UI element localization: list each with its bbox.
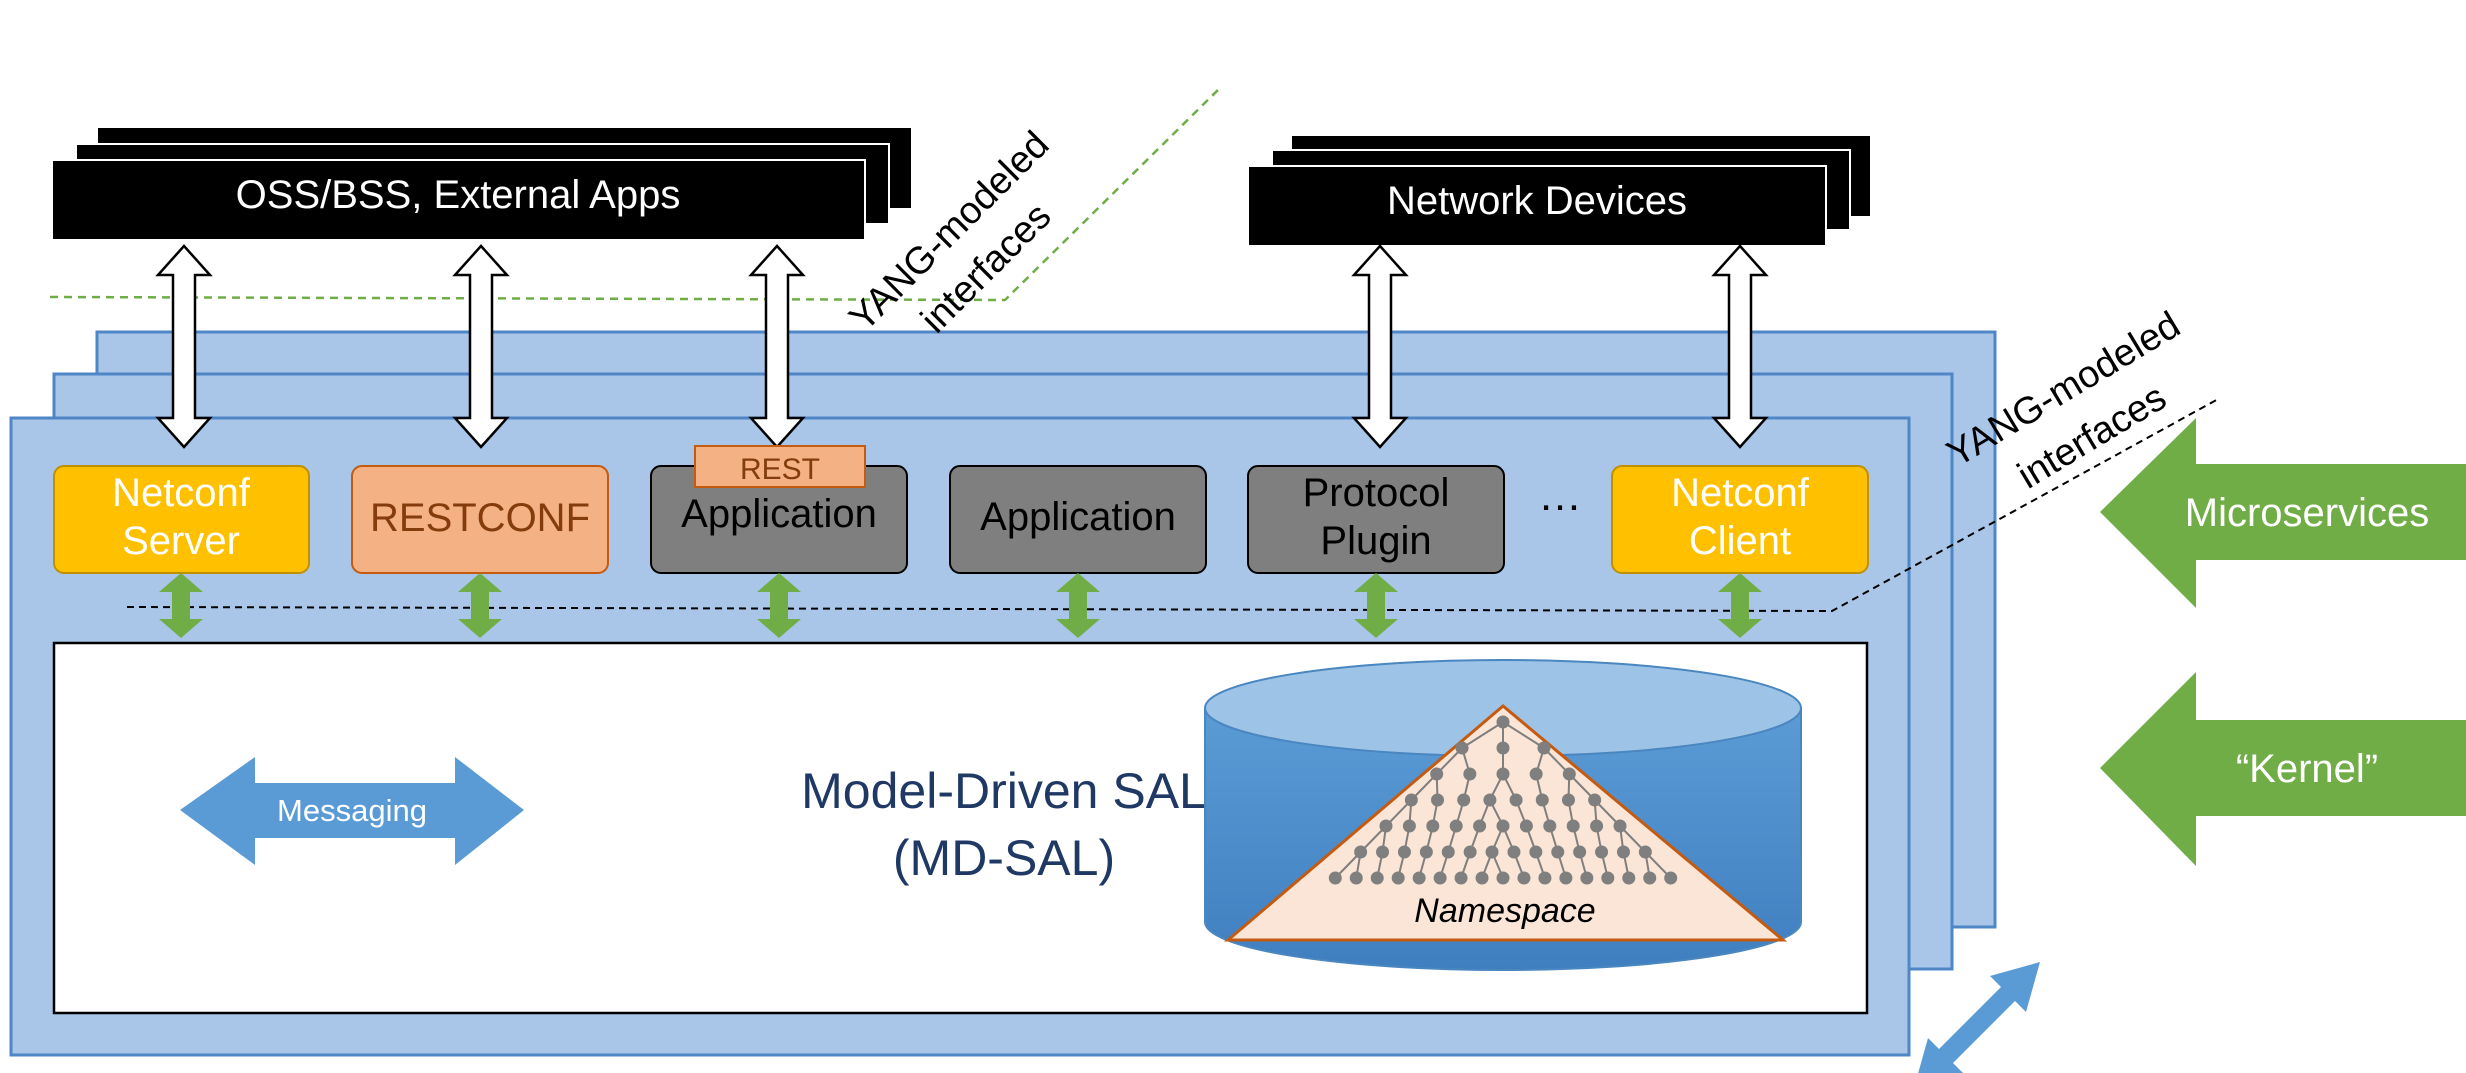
rest-tag (694, 445, 866, 488)
svg-text:Plugin: Plugin (1320, 519, 1431, 563)
interface-arrows (155, 244, 1769, 449)
svg-text:Netconf: Netconf (1671, 471, 1810, 515)
tree-node (1643, 871, 1657, 885)
tree-node (1538, 871, 1552, 885)
namespace-tree: Namespace (1223, 704, 1788, 942)
double-arrow-icon (1056, 573, 1100, 638)
double-arrow-icon (452, 244, 510, 449)
module-application: Application (949, 465, 1207, 574)
tree-node (1349, 871, 1363, 885)
network-devices-label: Network Devices (1387, 179, 1687, 223)
svg-text:“Kernel”: “Kernel” (2236, 747, 2378, 791)
tree-node (1622, 871, 1636, 885)
tree-node (1328, 871, 1342, 885)
diagonal-double-arrow-icon (1918, 962, 2040, 1073)
tree-node (1433, 871, 1447, 885)
svg-text:Netconf: Netconf (112, 471, 251, 515)
lower-yang-boundary (126, 397, 2221, 613)
tree-node (1517, 871, 1531, 885)
double-arrow-icon (1711, 244, 1769, 449)
tree-node (1559, 871, 1573, 885)
microservices-arrow: Microservices (2100, 418, 2466, 608)
double-arrow-icon (1354, 573, 1398, 638)
tree-node (1580, 871, 1594, 885)
svg-text:REST: REST (740, 453, 820, 486)
md-sal-subtitle: (MD-SAL) (893, 830, 1115, 886)
module-netconf-server: Netconf Server (53, 465, 310, 574)
modules-ellipsis: … (1538, 471, 1582, 520)
tree-edge (1502, 721, 1545, 749)
green-connectors (159, 573, 1762, 638)
external-apps-label: OSS/BSS, External Apps (236, 173, 681, 217)
namespace-label: Namespace (1414, 892, 1595, 930)
tree-node (1664, 871, 1678, 885)
tree-node (1370, 871, 1384, 885)
tree-icon (1328, 715, 1678, 885)
module-netconf-client: Netconf Client (1611, 465, 1869, 574)
svg-text:Protocol: Protocol (1303, 471, 1450, 515)
tree-edge (1461, 721, 1504, 749)
svg-text:RESTCONF: RESTCONF (370, 496, 590, 540)
tree-node (1391, 871, 1405, 885)
tree-node (1601, 871, 1615, 885)
double-arrow-icon (458, 573, 502, 638)
module-protocol-plugin: Protocol Plugin (1247, 465, 1505, 574)
double-arrow-icon (757, 573, 801, 638)
network-devices-group: Network Devices (1247, 136, 1870, 247)
double-arrow-icon (180, 757, 524, 865)
double-arrow-icon (1718, 573, 1762, 638)
svg-text:Application: Application (681, 492, 877, 536)
svg-text:Microservices: Microservices (2185, 491, 2429, 535)
external-apps-group: OSS/BSS, External Apps (51, 128, 911, 241)
module-rest-application: REST Application (650, 445, 908, 574)
tree-node (1454, 871, 1468, 885)
double-arrow-icon (159, 573, 203, 638)
kernel-arrow: “Kernel” (2100, 672, 2466, 866)
svg-text:Application: Application (980, 495, 1176, 539)
messaging-arrow: Messaging (180, 757, 524, 865)
svg-text:Server: Server (122, 519, 240, 563)
md-sal-title: Model-Driven SAL (801, 763, 1207, 819)
tree-node (1412, 871, 1426, 885)
module-restconf: RESTCONF (351, 465, 609, 574)
double-arrow-icon (1351, 244, 1409, 449)
tree-node (1475, 871, 1489, 885)
tree-node (1496, 871, 1510, 885)
svg-text:Client: Client (1689, 519, 1791, 563)
upper-yang-boundary (49, 87, 1221, 302)
svg-text:Messaging: Messaging (277, 793, 427, 828)
double-arrow-icon (155, 244, 213, 449)
